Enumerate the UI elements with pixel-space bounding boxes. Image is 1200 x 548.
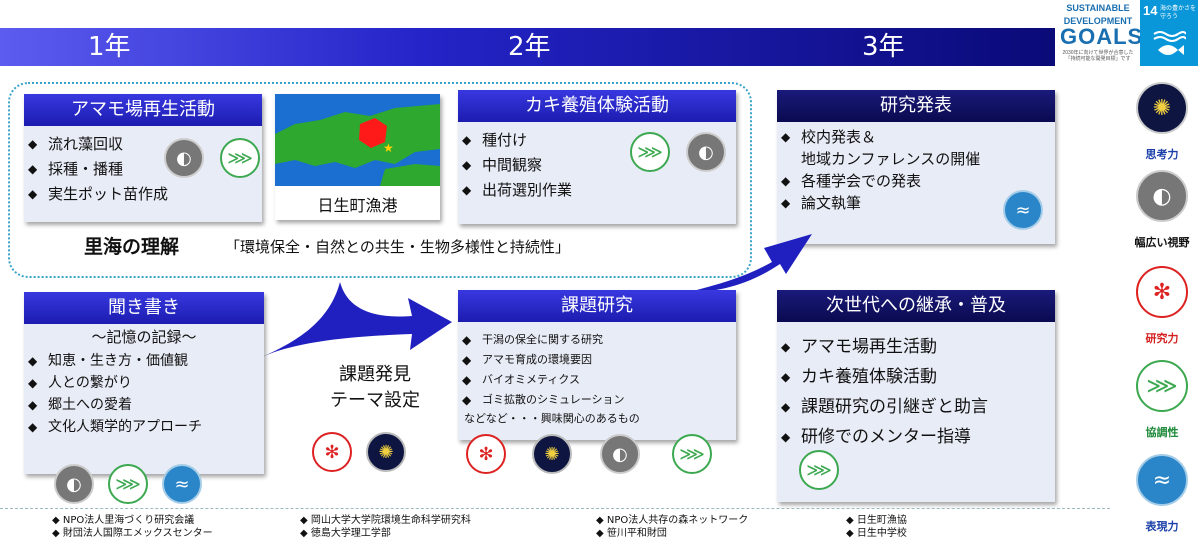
oyster-farming-header: カキ養殖体験活動 (458, 90, 736, 122)
list-item: 知恵・生き方・価値観 (24, 350, 264, 372)
oral-history-list: 知恵・生き方・価値観 人との繋がり 郷土への愛着 文化人類学的アプローチ (24, 350, 264, 438)
fish-school-icon: ⋙ (672, 434, 712, 474)
theme-line-2: テーマ設定 (330, 390, 420, 411)
list-item: 種付け (458, 128, 736, 153)
shark-icon: ◐ (600, 434, 640, 474)
dolphin-icon: ≈ (162, 464, 202, 504)
skill-label: 表現力 (1145, 520, 1179, 533)
year-1-label: 1年 (88, 32, 131, 62)
fish-school-icon: ⋙ (108, 464, 148, 504)
succession-list: アマモ場再生活動 カキ養殖体験活動 課題研究の引継ぎと助言 研修でのメンター指導 (777, 332, 1055, 452)
partner-item: ◆ 笹川平和財団 (596, 528, 667, 539)
list-item: 出荷選別作業 (458, 178, 736, 203)
year-2-label: 2年 (508, 32, 551, 62)
list-item: カキ養殖体験活動 (777, 362, 1055, 392)
research-presentation-header: 研究発表 (777, 90, 1055, 122)
dolphin-icon: ≈ (1003, 190, 1043, 230)
fish-school-icon: ⋙ (630, 132, 670, 172)
list-item: 校内発表＆ 地域カンファレンスの開催 (777, 126, 1055, 170)
shark-icon: ◐ (686, 132, 726, 172)
list-item: 課題研究の引継ぎと助言 (777, 392, 1055, 422)
amamo-activity-header: アマモ場再生活動 (24, 94, 262, 126)
sdgs-logo: SUSTAINABLE DEVELOPMENT GOALS 2030年に向けて世… (1060, 3, 1144, 63)
list-item: 論文執筆 (777, 192, 1055, 214)
list-item: 人との繋がり (24, 372, 264, 394)
list-item: 流れ藻回収 (24, 132, 262, 157)
satoumi-group-frame (8, 82, 752, 278)
theme-line-1: 課題発見 (339, 364, 411, 385)
anglerfish-icon: ✺ (532, 434, 572, 474)
skill-label: 研究力 (1145, 332, 1179, 345)
hinase-map: ★ 日生町漁港 (275, 94, 440, 220)
fish-school-icon: ⋙ (220, 138, 260, 178)
anglerfish-icon: ✺ (1136, 82, 1188, 134)
amamo-activity-list: 流れ藻回収 採種・播種 実生ポット苗作成 (24, 132, 262, 207)
list-item: アマモ育成の環境要因 (458, 350, 736, 370)
fish-wave-icon (1153, 31, 1186, 55)
dolphin-icon: ≈ (1136, 454, 1188, 506)
satoumi-subtitle: 「環境保全・自然との共生・生物多様性と持続性」 (225, 238, 570, 256)
anglerfish-icon: ✺ (366, 432, 406, 472)
map-caption: 日生町漁港 (317, 196, 398, 215)
theme-setting-text: 課題発見 テーマ設定 (300, 362, 450, 414)
list-item: 中間観察 (458, 153, 736, 178)
partner-item: ◆ NPO法人里海づくり研究会議 (52, 515, 195, 526)
list-item: 郷土への愛着 (24, 394, 264, 416)
skill-label: 協調性 (1145, 426, 1179, 439)
skill-label: 幅広い視野 (1134, 236, 1190, 249)
list-item: 採種・播種 (24, 157, 262, 182)
partner-item: ◆ 財団法人国際エメックスセンター (52, 528, 213, 539)
year-timeline-bar: 1年 2年 3年 (0, 28, 1055, 66)
oyster-farming-panel: カキ養殖体験活動 種付け 中間観察 出荷選別作業 ⋙ ◐ (458, 90, 736, 224)
shark-icon: ◐ (164, 138, 204, 178)
partner-item: ◆ NPO法人共存の森ネットワーク (596, 515, 749, 526)
partners-col-4: ◆ 日生町漁協 ◆ 日生中学校 (846, 514, 907, 540)
oral-history-panel: 聞き書き ～記憶の記録～ 知恵・生き方・価値観 人との繋がり 郷土への愛着 文化… (24, 292, 264, 474)
research-presentation-list: 校内発表＆ 地域カンファレンスの開催 各種学会での発表 論文執筆 (777, 126, 1055, 214)
shark-icon: ◐ (1136, 170, 1188, 222)
research-project-list: 干潟の保全に関する研究 アマモ育成の環境要因 バイオミメティクス ゴミ拡散のシミ… (458, 330, 736, 410)
partner-item: ◆ 徳島大学理工学部 (300, 528, 391, 539)
research-project-header: 課題研究 (458, 290, 736, 322)
partners-divider (0, 508, 1110, 509)
fish-school-icon: ⋙ (1136, 360, 1188, 412)
arrow-to-research (262, 282, 452, 357)
svg-text:★: ★ (383, 141, 394, 155)
list-item: ゴミ拡散のシミュレーション (458, 390, 736, 410)
list-item: アマモ場再生活動 (777, 332, 1055, 362)
map-image: ★ (275, 94, 440, 186)
amamo-activity-panel: アマモ場再生活動 流れ藻回収 採種・播種 実生ポット苗作成 ◐ ⋙ (24, 94, 262, 222)
crab-icon: ✻ (312, 432, 352, 472)
list-item: 干潟の保全に関する研究 (458, 330, 736, 350)
crab-icon: ✻ (1136, 266, 1188, 318)
succession-header: 次世代への継承・普及 (777, 290, 1055, 322)
partner-item: ◆ 岡山大学大学院環境生命科学研究科 (300, 515, 471, 526)
list-item: 各種学会での発表 (777, 170, 1055, 192)
succession-panel: 次世代への継承・普及 アマモ場再生活動 カキ養殖体験活動 課題研究の引継ぎと助言… (777, 290, 1055, 502)
sdg-goal-14-badge: 14 海の豊かさを守ろう (1140, 0, 1198, 66)
satoumi-title: 里海の理解 (84, 236, 180, 258)
research-presentation-panel: 研究発表 校内発表＆ 地域カンファレンスの開催 各種学会での発表 論文執筆 ≈ (777, 90, 1055, 244)
arrow-to-presentation (690, 234, 812, 292)
partners-col-1: ◆ NPO法人里海づくり研究会議 ◆ 財団法人国際エメックスセンター (52, 514, 213, 540)
partners-col-3: ◆ NPO法人共存の森ネットワーク ◆ 笹川平和財団 (596, 514, 748, 540)
partners-col-2: ◆ 岡山大学大学院環境生命科学研究科 ◆ 徳島大学理工学部 (300, 514, 471, 540)
research-project-panel: 課題研究 干潟の保全に関する研究 アマモ育成の環境要因 バイオミメティクス ゴミ… (458, 290, 736, 440)
list-item: 研修でのメンター指導 (777, 422, 1055, 452)
list-item: 実生ポット苗作成 (24, 182, 262, 207)
fish-school-icon: ⋙ (799, 450, 839, 490)
partner-item: ◆ 日生中学校 (846, 528, 907, 539)
oyster-farming-list: 種付け 中間観察 出荷選別作業 (458, 128, 736, 203)
oral-history-header: 聞き書き (24, 292, 264, 324)
year-3-label: 3年 (862, 32, 905, 62)
skill-label: 思考力 (1145, 148, 1179, 161)
shark-icon: ◐ (54, 464, 94, 504)
research-project-note: などなど・・・興味関心のあるもの (464, 412, 640, 425)
list-item: バイオミメティクス (458, 370, 736, 390)
list-item: 文化人類学的アプローチ (24, 416, 264, 438)
partner-item: ◆ 日生町漁協 (846, 515, 907, 526)
crab-icon: ✻ (466, 434, 506, 474)
oral-history-subtitle: ～記憶の記録～ (91, 328, 197, 346)
